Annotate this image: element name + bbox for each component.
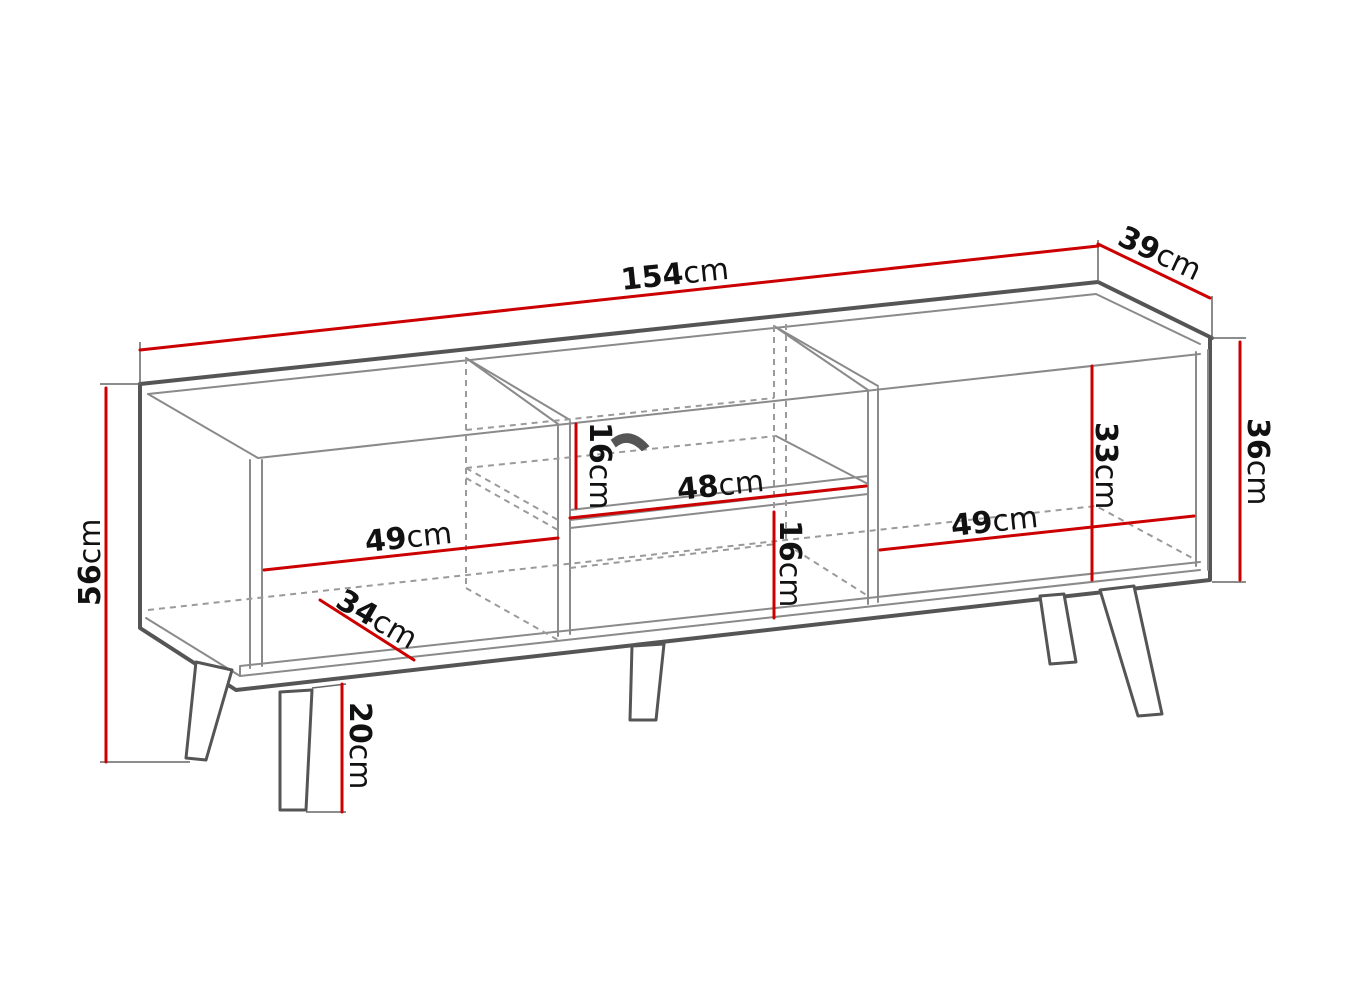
middle-shelf-back <box>775 435 869 485</box>
label-drawer-height-value: 16 <box>582 422 617 464</box>
label-inner-depth: 34cm <box>330 583 423 657</box>
label-right-width-unit: cm <box>991 500 1040 540</box>
cabinet-front-outline <box>138 336 1212 692</box>
right-side-panel <box>1195 349 1209 571</box>
label-body-height-value: 36 <box>1240 418 1275 460</box>
label-left-width-value: 49 <box>363 521 408 560</box>
hidden-line-floor <box>147 504 1197 611</box>
label-body-height-unit: cm <box>1240 460 1275 506</box>
label-inner-height-unit: cm <box>1088 464 1123 510</box>
hidden-line-left-lower <box>465 587 559 641</box>
leg-back-right <box>1038 592 1078 666</box>
leg-back-left <box>184 660 234 762</box>
hidden-line-upper <box>465 397 775 431</box>
label-left-width-unit: cm <box>405 516 454 556</box>
label-inner-height: 33cm <box>1088 422 1123 509</box>
label-middle-width-unit: cm <box>717 464 766 504</box>
cabinet-bottom-front <box>239 561 1201 677</box>
label-right-width-value: 49 <box>949 505 994 544</box>
dim-line-right-width <box>878 514 1196 552</box>
label-drawer-height: 16cm <box>582 422 617 509</box>
left-side-panel <box>249 459 263 669</box>
drawer-handle-icon <box>610 433 650 452</box>
label-middle-width: 48cm <box>675 464 766 508</box>
label-lower-height-value: 16 <box>772 520 807 562</box>
cabinet-top-back-inner <box>147 293 1201 395</box>
hidden-line-mid-shelf-2 <box>465 467 559 521</box>
label-inner-height-value: 33 <box>1088 422 1123 464</box>
label-middle-width-value: 48 <box>675 469 720 508</box>
leg-front-middle <box>628 642 666 722</box>
label-leg-height-value: 20 <box>342 702 377 744</box>
right-divider <box>773 325 879 605</box>
label-depth: 39cm <box>1113 220 1207 289</box>
hidden-line-mid-shelf-3 <box>465 477 559 531</box>
label-total-width-value: 154 <box>619 257 685 298</box>
hidden-line-right-lower <box>785 543 869 597</box>
cabinet-bottom-edge <box>145 569 1201 677</box>
ext-leg-top <box>311 683 347 689</box>
label-drawer-height-unit: cm <box>582 464 617 510</box>
leg-front-right <box>1098 584 1164 718</box>
leg-front-left <box>278 688 314 812</box>
dimension-lines <box>104 242 1242 814</box>
label-total-height: 56cm <box>73 519 108 606</box>
dim-line-total-width <box>138 244 1100 352</box>
label-leg-height: 20cm <box>342 702 377 789</box>
label-lower-height-unit: cm <box>772 562 807 608</box>
label-total-height-value: 56 <box>73 564 108 606</box>
label-total-height-unit: cm <box>73 519 108 565</box>
dim-line-left-width <box>262 536 560 572</box>
dimension-labels: 154cm 39cm 56cm 36cm 20cm 49cm 34cm 48cm… <box>73 220 1275 790</box>
label-total-width: 154cm <box>619 252 730 298</box>
label-leg-height-unit: cm <box>342 744 377 790</box>
label-lower-height: 16cm <box>772 520 807 607</box>
cabinet-body <box>138 280 1214 692</box>
hidden-lines <box>147 324 1197 641</box>
label-total-width-unit: cm <box>681 252 730 292</box>
hidden-line-mid-shelf <box>465 435 777 469</box>
legs <box>184 584 1164 812</box>
cabinet-top-front-edge <box>147 353 1201 459</box>
dim-line-inner-depth <box>318 598 416 662</box>
middle-shelf-top <box>569 493 869 529</box>
label-left-width: 49cm <box>363 516 454 560</box>
hidden-line-mid-floor <box>569 543 777 569</box>
label-body-height: 36cm <box>1240 418 1275 505</box>
dim-line-middle-width <box>568 484 868 520</box>
label-right-width: 49cm <box>949 500 1040 544</box>
dim-line-depth <box>1096 242 1212 300</box>
